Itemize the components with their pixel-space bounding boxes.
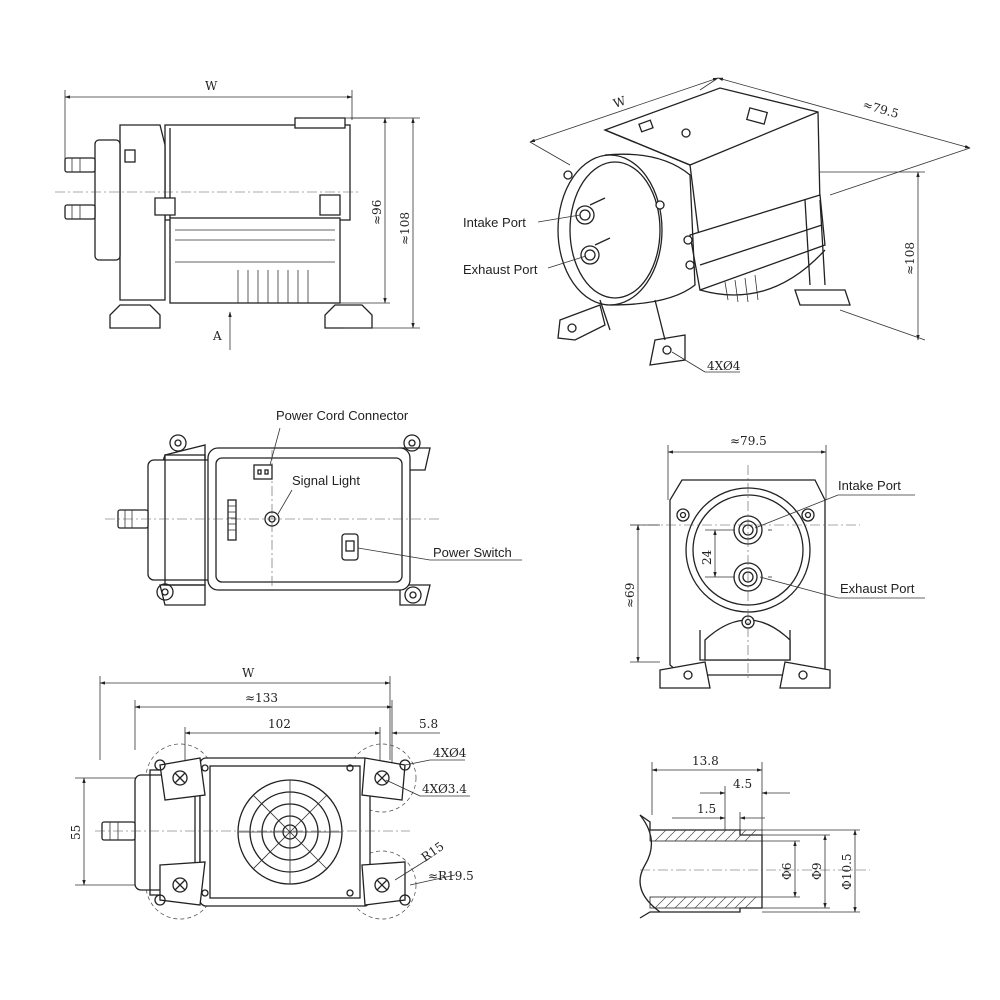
bottom-r195: ≈R19.5 <box>428 869 474 883</box>
iso-dim-w: W <box>611 93 628 110</box>
side-view-arrow: A <box>212 329 222 343</box>
front-exhaust-label: Exhaust Port <box>840 581 915 596</box>
bottom-r15: R15 <box>419 839 447 864</box>
iso-holes-label: 4XØ4 <box>707 359 741 373</box>
front-view: ≈79.5 24 ≈69 Intake Port <box>623 434 925 689</box>
bottom-view: W ≈133 102 5.8 55 <box>69 666 474 920</box>
signal-light-label: Signal Light <box>292 473 360 488</box>
nozzle-detail: 13.8 4.5 1.5 Φ6 <box>639 754 870 919</box>
side-view: W A <box>55 79 420 350</box>
power-cord-label: Power Cord Connector <box>276 408 409 423</box>
front-dim-795: ≈79.5 <box>730 434 767 448</box>
side-dim-108: ≈108 <box>398 212 412 245</box>
iso-dim-108: ≈108 <box>903 242 917 275</box>
side-dim-w: W <box>205 79 218 93</box>
nozzle-dim-15: 1.5 <box>697 802 716 816</box>
nozzle-dim-45: 4.5 <box>733 777 752 791</box>
nozzle-dim-138: 13.8 <box>692 754 719 768</box>
bottom-dim-102: 102 <box>268 717 291 731</box>
nozzle-dim-9: Φ9 <box>810 863 824 880</box>
side-dim-96: ≈96 <box>370 200 384 225</box>
bottom-holes-34: 4XØ3.4 <box>422 782 467 796</box>
isometric-view: W ≈79.5 ≈108 <box>463 77 971 373</box>
nozzle-dim-6: Φ6 <box>780 863 794 880</box>
iso-intake-label: Intake Port <box>463 215 526 230</box>
front-dim-69: ≈69 <box>623 583 637 608</box>
power-switch-label: Power Switch <box>433 545 512 560</box>
front-dim-24: 24 <box>700 549 714 565</box>
bottom-holes-4: 4XØ4 <box>433 746 467 760</box>
bottom-dim-w: W <box>242 666 255 680</box>
bottom-dim-55: 55 <box>69 825 83 840</box>
bottom-dim-133: ≈133 <box>245 691 278 705</box>
iso-dim-795: ≈79.5 <box>861 97 900 121</box>
top-view: Power Cord Connector Signal Light Power … <box>105 408 522 606</box>
nozzle-dim-105: Φ10.5 <box>840 853 854 890</box>
bottom-dim-58: 5.8 <box>419 717 438 731</box>
iso-exhaust-label: Exhaust Port <box>463 262 538 277</box>
front-intake-label: Intake Port <box>838 478 901 493</box>
